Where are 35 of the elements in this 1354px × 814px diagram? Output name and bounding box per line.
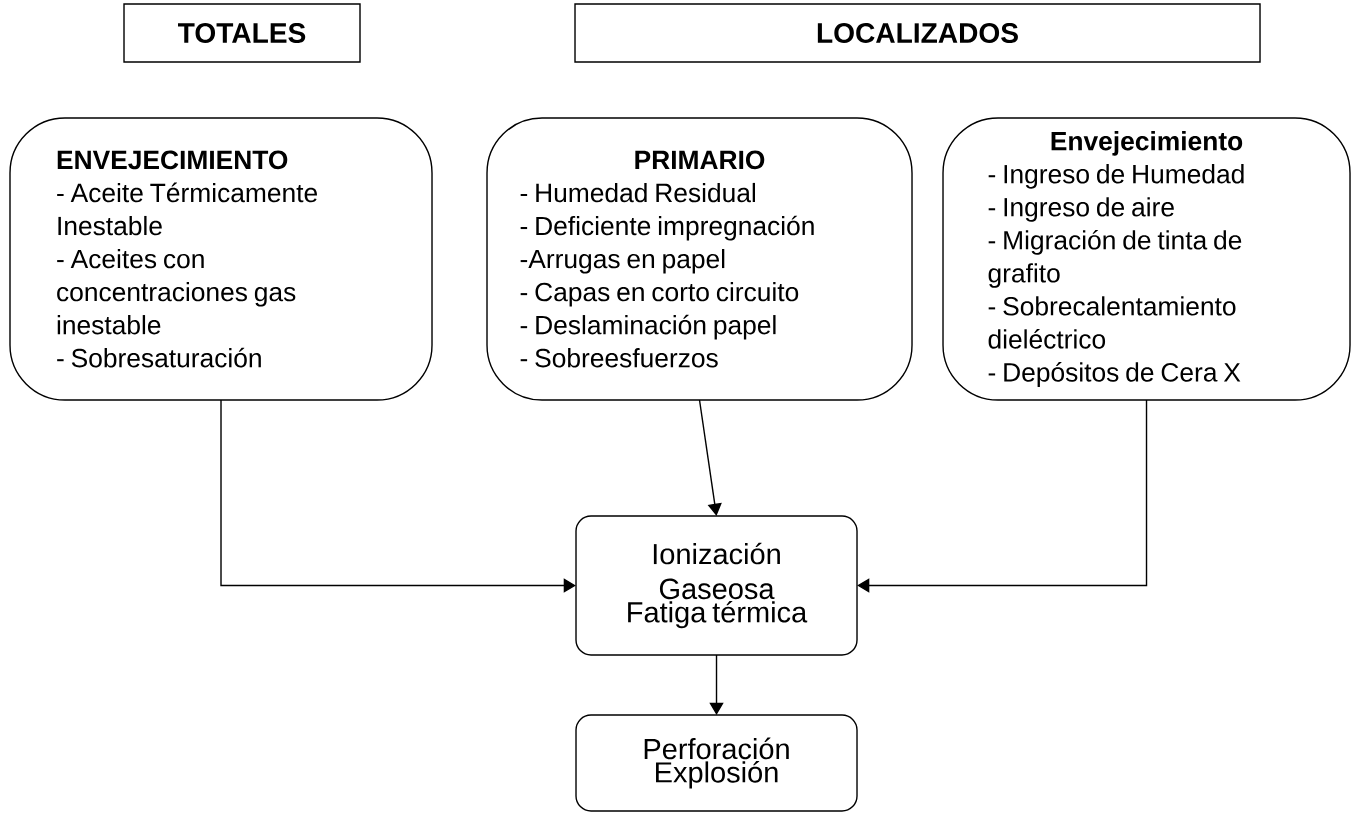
heading: LOCALIZADOS — [817, 23, 1018, 43]
cause-box — [9, 117, 433, 401]
list-item: - Sobreesfuerzos — [520, 348, 718, 368]
arrow — [709, 654, 724, 715]
arrow — [220, 399, 576, 593]
box-text: Explosión — [656, 761, 778, 789]
list-item: - Deficiente impregnación — [520, 215, 814, 241]
cause-box — [486, 117, 913, 401]
list-item: - Ingreso de aire — [988, 197, 1174, 222]
list-item: - Aceite Térmicamente Inestable — [57, 182, 317, 236]
list-item: - Sobrecalentamiento dieléctrico — [988, 296, 1236, 349]
box-text: Ionización — [653, 542, 780, 565]
box-heading: Envejecimiento — [1051, 131, 1243, 156]
box-text: Fatiga térmica — [628, 600, 808, 629]
box-text: Gaseosa — [659, 578, 775, 600]
heading: TOTALES — [178, 23, 306, 43]
process-box — [575, 515, 858, 656]
cause-box — [942, 117, 1351, 401]
list-item: - Sobresaturación — [57, 347, 261, 368]
arrow — [857, 399, 1148, 593]
list-item: - Aceites con concentraciones gas inestable — [57, 249, 296, 335]
list-item: - Humedad Residual — [520, 182, 756, 203]
list-item: - Capas en corto circuito — [520, 282, 799, 307]
box-heading: PRIMARIO — [635, 150, 765, 170]
category-box — [123, 3, 361, 63]
list-item: -Arrugas en papel — [520, 249, 725, 274]
arrow — [698, 399, 722, 516]
list-item: - Ingreso de Humedad — [988, 164, 1244, 189]
box-heading: ENVEJECIMIENTO — [57, 150, 288, 170]
list-item: - Deslaminación papel — [520, 314, 776, 340]
list-item: - Depósitos de Cera X — [988, 362, 1241, 387]
process-box — [575, 714, 858, 812]
category-box — [574, 3, 1261, 63]
box-text: Perforación — [644, 737, 789, 760]
list-item: - Migración de tinta de grafito — [988, 229, 1242, 288]
